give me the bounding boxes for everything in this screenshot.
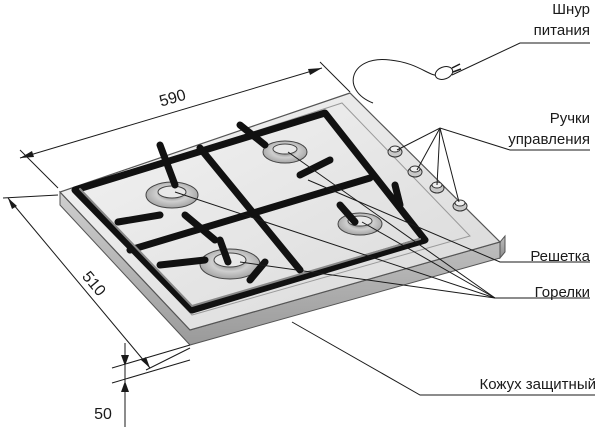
grate-divider-horizontal <box>126 174 374 254</box>
leader-power-cord <box>451 42 590 76</box>
label-grate: Решетка <box>530 248 590 265</box>
leader-burner-4 <box>361 221 496 299</box>
grate-support-5 <box>216 236 232 266</box>
grate-support-7 <box>296 156 334 179</box>
dim-width-ext-right <box>319 61 351 93</box>
dim-height-arrow-bottom <box>121 381 129 392</box>
label-power-cord-line1: Шнур <box>552 1 590 18</box>
dim-depth-label: 510 <box>78 268 108 299</box>
leader-lines <box>174 42 595 396</box>
dim-depth-ext-top <box>2 194 59 199</box>
dim-depth-line <box>7 197 151 369</box>
leader-burner-2 <box>287 151 496 299</box>
grate-frame <box>71 109 429 314</box>
power-cord <box>352 59 462 104</box>
dim-width-line <box>19 67 323 159</box>
dim-depth-arrow-bottom <box>141 357 150 368</box>
plug-icon <box>434 63 462 80</box>
dimension-lines <box>2 61 351 427</box>
leader-knob-4 <box>439 127 460 203</box>
leader-burner-3 <box>239 261 496 299</box>
grate-support-9 <box>391 181 404 209</box>
grate-divider-vertical <box>196 144 304 274</box>
dim-width-label: 590 <box>158 87 188 111</box>
knob-4 <box>452 199 468 212</box>
leader-knob-2 <box>416 127 441 171</box>
leader-knob-3 <box>436 127 441 186</box>
burner-back-right <box>262 140 308 164</box>
label-protective-casing: Кожух защитный <box>479 376 596 393</box>
leader-grate <box>307 179 590 263</box>
burner-front-right <box>337 212 383 236</box>
dim-width-arrow-right <box>308 68 322 75</box>
grate <box>71 109 429 314</box>
hob-side-face <box>499 234 506 260</box>
label-power-cord-line2: питания <box>534 22 590 39</box>
dim-height-label: 50 <box>94 406 112 423</box>
grate-support-2 <box>236 121 269 149</box>
leader-knobs <box>396 127 590 151</box>
grate-support-3 <box>114 211 164 226</box>
dim-width-arrow-left <box>20 151 34 158</box>
dim-depth-arrow-top <box>8 198 17 209</box>
dim-height-arrow-top <box>121 355 129 366</box>
grate-support-1 <box>156 141 179 189</box>
grate-highlight <box>79 188 421 308</box>
dim-height-ext-bottom <box>111 359 191 384</box>
grate-support-8 <box>336 201 359 226</box>
grate-support-6 <box>156 256 209 269</box>
callout-labels: Шнур питания Ручки управления Решетка Го… <box>479 1 596 393</box>
leader-casing <box>291 321 595 396</box>
knob-2 <box>407 165 423 178</box>
dim-depth-ext-bottom <box>145 347 191 371</box>
label-control-knobs-line1: Ручки <box>550 110 590 127</box>
label-burners: Горелки <box>535 284 590 301</box>
label-control-knobs-line2: управления <box>508 131 590 148</box>
knob-1 <box>387 145 403 158</box>
grate-support-4 <box>181 211 219 244</box>
